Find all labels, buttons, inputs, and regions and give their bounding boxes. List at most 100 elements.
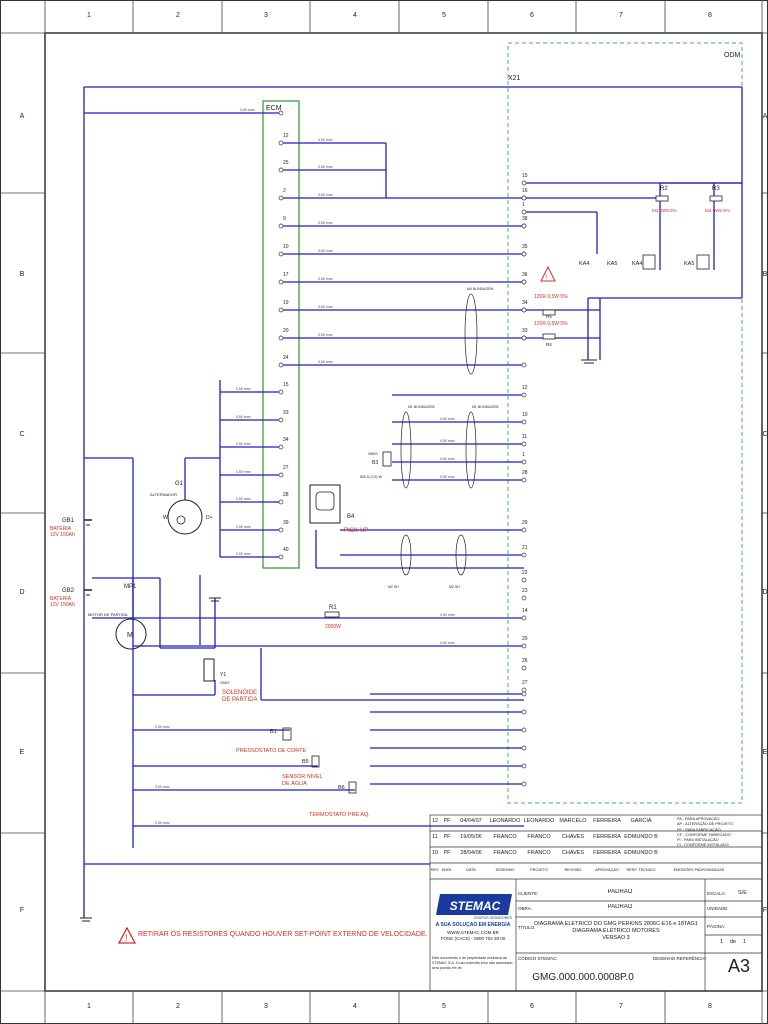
column-label: 7 bbox=[619, 1003, 623, 1010]
revision-cell-drawn: LEONARDO bbox=[489, 818, 521, 824]
company-sub: GRUPOS GERADORES bbox=[473, 916, 512, 920]
svg-text:KA5: KA5 bbox=[684, 261, 694, 267]
odm-label: ODM bbox=[724, 52, 741, 59]
pin-number: 38 bbox=[522, 216, 528, 222]
terminal bbox=[521, 745, 527, 751]
ecm-block bbox=[262, 100, 300, 569]
svg-text:PRESSOSTATO DE CORTE: PRESSOSTATO DE CORTE bbox=[236, 748, 307, 754]
revision-cell-by: PF bbox=[443, 850, 451, 856]
svg-text:Y1: Y1 bbox=[220, 672, 226, 678]
svg-text:B3: B3 bbox=[372, 460, 378, 466]
revision-cell-date: 19/05/06 bbox=[460, 834, 482, 840]
row-label: A bbox=[20, 113, 25, 120]
terminal bbox=[278, 307, 284, 313]
column-label: 1 bbox=[87, 1003, 91, 1010]
terminal bbox=[521, 615, 527, 621]
resistor-r4: R4 120R 0,5W 5% bbox=[534, 321, 568, 347]
svg-text:500 Ω (2.5) W: 500 Ω (2.5) W bbox=[360, 475, 383, 479]
terminal bbox=[521, 552, 527, 558]
warning-icon: ! bbox=[118, 927, 136, 944]
revision-cell-approve: FERREIRA bbox=[593, 834, 621, 840]
svg-text:PICK-UP: PICK-UP bbox=[344, 528, 368, 534]
pin-number: 2 bbox=[283, 188, 286, 194]
terminal-pins bbox=[278, 110, 527, 787]
pin-number: 1 bbox=[522, 202, 525, 208]
revision-cell-rev: 10 bbox=[431, 850, 439, 856]
switch-b1: B1 PRESSOSTATO DE CORTE bbox=[236, 727, 307, 754]
unit-label: UNIDADE: bbox=[707, 906, 729, 911]
revision-header-drawn: DESENHO bbox=[495, 868, 515, 872]
terminal bbox=[278, 335, 284, 341]
wire-gauge: 0,50 mm² bbox=[440, 417, 456, 421]
drawing-code: GMG.000.000.0008P.0 bbox=[532, 972, 634, 983]
title-line-1: DIAGRAMA ELÉTRICO DO GMG PERKINS 2806C-E… bbox=[534, 921, 698, 927]
title-line-3: VERSÃO 3 bbox=[602, 935, 630, 941]
terminal bbox=[278, 110, 284, 116]
terminal bbox=[521, 687, 527, 693]
sensor-b3: B3 GMG 500 Ω (2.5) W bbox=[360, 451, 392, 479]
std-code: CI - CONFORME INSTALADO bbox=[677, 843, 729, 848]
code-label: CÓDIGO STEMAC: bbox=[518, 956, 558, 961]
svg-text:GMG: GMG bbox=[220, 680, 230, 685]
svg-text:B5: B5 bbox=[302, 759, 309, 765]
pin-number: 21 bbox=[522, 545, 528, 551]
svg-text:!: ! bbox=[546, 275, 548, 281]
column-label: 6 bbox=[530, 1003, 534, 1010]
shield-label-1: M4 BLINDAGEM bbox=[467, 287, 494, 291]
terminal bbox=[521, 209, 527, 215]
revision-cell-by: PF bbox=[443, 834, 451, 840]
terminal bbox=[521, 763, 527, 769]
pickup-b4: B4 PICK-UP bbox=[309, 484, 368, 534]
row-label: D bbox=[19, 589, 24, 596]
svg-text:R4: R4 bbox=[546, 342, 552, 347]
terminal bbox=[521, 195, 527, 201]
pin-number: 17 bbox=[283, 272, 289, 278]
revision-header-review: REVISÃO bbox=[564, 868, 582, 872]
shield-label-3: M1 BLINDAGEM bbox=[472, 405, 499, 409]
column-label: 8 bbox=[708, 1003, 712, 1010]
page-of: de bbox=[730, 939, 737, 945]
svg-text:2000W: 2000W bbox=[325, 624, 341, 630]
title-block-frame bbox=[429, 814, 763, 992]
svg-text:120R 0,5W 5%: 120R 0,5W 5% bbox=[534, 294, 568, 300]
terminal bbox=[521, 595, 527, 601]
pin-labels: 1225291017192024153334272839401516138353… bbox=[283, 133, 528, 686]
wiring bbox=[83, 86, 743, 918]
wire-gauge: 0,50 mm² bbox=[318, 360, 334, 364]
revision-header-by: EMIS. bbox=[441, 868, 453, 872]
std-code: CF - CONFORME FABRICADO bbox=[677, 832, 731, 837]
pin-number: 11 bbox=[522, 434, 527, 440]
revision-cell-design: FRANCO bbox=[527, 834, 551, 840]
terminal bbox=[278, 554, 284, 560]
std-code: PI - PARA INSTALAÇÃO bbox=[677, 838, 719, 843]
cable-shields bbox=[400, 293, 478, 576]
pin-number: 25 bbox=[283, 160, 289, 166]
svg-text:GMG: GMG bbox=[368, 451, 378, 456]
revision-header-std: EMISSÕES PADRONIZADAS bbox=[673, 868, 725, 872]
column-label: 7 bbox=[619, 12, 623, 19]
resistor-r5: R5 120R 0,5W 5% bbox=[534, 294, 568, 319]
svg-text:M: M bbox=[127, 632, 133, 639]
revision-cell-drawn: FRANCO bbox=[493, 834, 517, 840]
column-label: 5 bbox=[442, 1003, 446, 1010]
shield-label-4: M2 SH bbox=[388, 585, 399, 589]
svg-text:W: W bbox=[163, 515, 168, 521]
svg-text:KA5: KA5 bbox=[607, 261, 617, 267]
pin-number: 22 bbox=[522, 570, 528, 576]
pin-number: 36 bbox=[522, 272, 528, 278]
pin-number: 23 bbox=[522, 588, 528, 594]
revision-cell-rev: 12 bbox=[431, 818, 439, 824]
pin-number: 27 bbox=[522, 680, 528, 686]
client-label: CLIENTE: bbox=[518, 891, 539, 896]
column-label: 3 bbox=[264, 1003, 268, 1010]
revision-cell-tech: EDMUNDO B bbox=[624, 834, 658, 840]
terminal bbox=[521, 727, 527, 733]
obra-value: PADRÃO bbox=[607, 904, 633, 910]
terminal bbox=[278, 527, 284, 533]
terminal bbox=[521, 392, 527, 398]
slogan: A SUA SOLUÇÃO EM ENERGIA bbox=[435, 922, 511, 928]
revision-header-approve: APROVAÇÃO bbox=[595, 868, 619, 872]
